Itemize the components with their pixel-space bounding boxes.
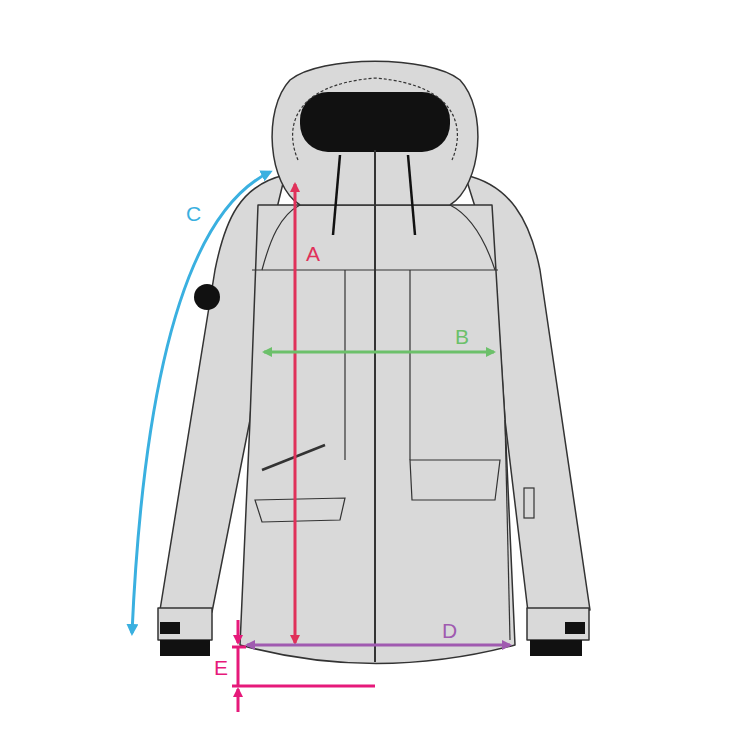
measurement-letter: C <box>186 203 201 224</box>
measurement-letter: B <box>455 326 469 347</box>
measurement-letter: A <box>306 243 320 264</box>
measurement-letter: D <box>442 620 457 641</box>
measurement-letter: E <box>214 657 228 678</box>
